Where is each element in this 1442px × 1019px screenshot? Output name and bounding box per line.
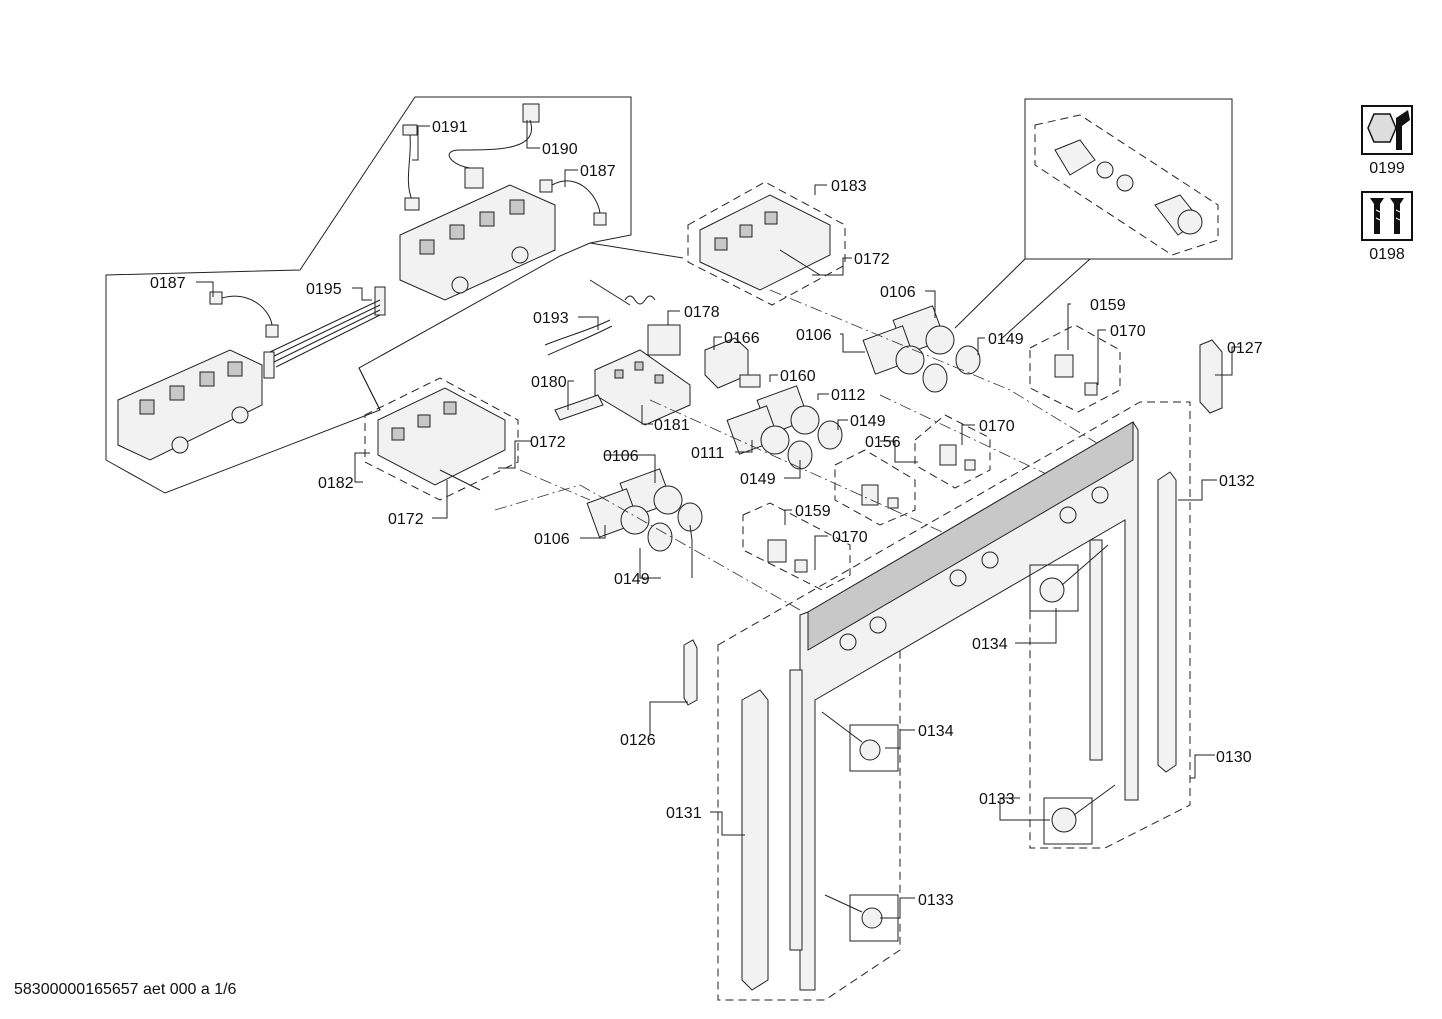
callout-label: 0106	[880, 284, 916, 301]
front-frame-assembly	[717, 401, 1191, 1001]
module-0156	[834, 449, 916, 526]
callout-label: 0111	[691, 445, 724, 462]
callout-label: 0159	[1090, 297, 1126, 314]
callout-label: 0106	[534, 531, 570, 548]
hinge-cap-0134-upper	[1029, 544, 1109, 612]
callout-label: 0127	[1227, 340, 1263, 357]
callout-label: 0170	[832, 529, 868, 546]
rotary-switch-0106-upper	[862, 305, 981, 393]
harness-0187-upper	[539, 179, 607, 226]
tool-icon-label-0199: 0199	[1369, 160, 1405, 177]
callout-label: 0131	[666, 805, 702, 822]
ribbon-cable-0195	[263, 286, 386, 379]
callout-label: 0156	[865, 434, 901, 451]
callout-label: 0149	[988, 331, 1024, 348]
callout-label: 0149	[614, 571, 650, 588]
callout-label: 0183	[831, 178, 867, 195]
spring-wire-0178-0193	[544, 279, 681, 356]
module-0159-lower	[742, 502, 851, 591]
callout-label: 0172	[388, 511, 424, 528]
tool-icon-label-0198: 0198	[1369, 246, 1405, 263]
switch-assembly-0182	[364, 377, 519, 501]
callout-label: 0170	[1110, 323, 1146, 340]
callout-leaders	[196, 120, 1241, 919]
hinge-cap-0134-lower	[821, 711, 899, 772]
callout-label: 0134	[972, 636, 1008, 653]
switch-assembly-0183	[687, 181, 846, 306]
hinge-cap-0133-right	[1043, 784, 1116, 845]
callout-label: 0130	[1216, 749, 1252, 766]
side-strip-0132	[1157, 471, 1177, 773]
harness-0191	[402, 124, 420, 211]
callout-label: 0187	[580, 163, 616, 180]
callout-label: 0159	[795, 503, 831, 520]
module-0170-mid	[914, 414, 991, 489]
module-0159-upper	[1029, 324, 1121, 413]
callout-label: 0106	[796, 327, 832, 344]
side-strip-0131	[741, 689, 769, 991]
bracket-0166-0160	[704, 337, 761, 389]
callout-label: 0182	[318, 475, 354, 492]
inset-knob-detail	[954, 98, 1233, 341]
harness-0190	[448, 103, 540, 189]
callout-label: 0133	[979, 791, 1015, 808]
drawing-id-footer: 58300000165657 aet 000 a 1/6	[14, 981, 237, 998]
callout-label: 0190	[542, 141, 578, 158]
callout-label: 0178	[684, 304, 720, 321]
callout-label: 0134	[918, 723, 954, 740]
callout-label: 0149	[850, 413, 886, 430]
callout-label: 0172	[530, 434, 566, 451]
callout-label: 0191	[432, 119, 468, 136]
inset-wiring-panel	[105, 96, 684, 494]
callout-label: 0172	[854, 251, 890, 268]
rotary-switch-0112-0111	[726, 385, 843, 470]
callout-labels: 0191 0190 0187 0187 0195 0183 0172 0106 …	[150, 119, 1263, 909]
callout-label: 0126	[620, 732, 656, 749]
switch-block-inset-upper	[399, 184, 556, 301]
callout-label: 0180	[531, 374, 567, 391]
callout-label: 0187	[150, 275, 186, 292]
bracket-0126	[683, 639, 698, 706]
callout-label: 0112	[831, 387, 866, 404]
callout-label: 0170	[979, 418, 1015, 435]
relay-board-0181	[594, 349, 691, 426]
harness-0187-lower	[209, 291, 279, 338]
callout-label: 0106	[603, 448, 639, 465]
callout-label: 0149	[740, 471, 776, 488]
screws-icon	[1361, 191, 1413, 241]
bracket-0180	[554, 394, 604, 421]
bracket-0127	[1199, 339, 1223, 414]
wrench-nut-icon	[1361, 105, 1413, 155]
callout-label: 0166	[724, 330, 760, 347]
callout-label: 0160	[780, 368, 816, 385]
rotary-switch-0106-lower	[586, 468, 703, 552]
callout-label: 0181	[654, 417, 690, 434]
switch-block-inset-lower	[117, 349, 263, 461]
callout-label: 0193	[533, 310, 569, 327]
callout-label: 0132	[1219, 473, 1255, 490]
callout-label: 0133	[918, 892, 954, 909]
callout-label: 0195	[306, 281, 342, 298]
